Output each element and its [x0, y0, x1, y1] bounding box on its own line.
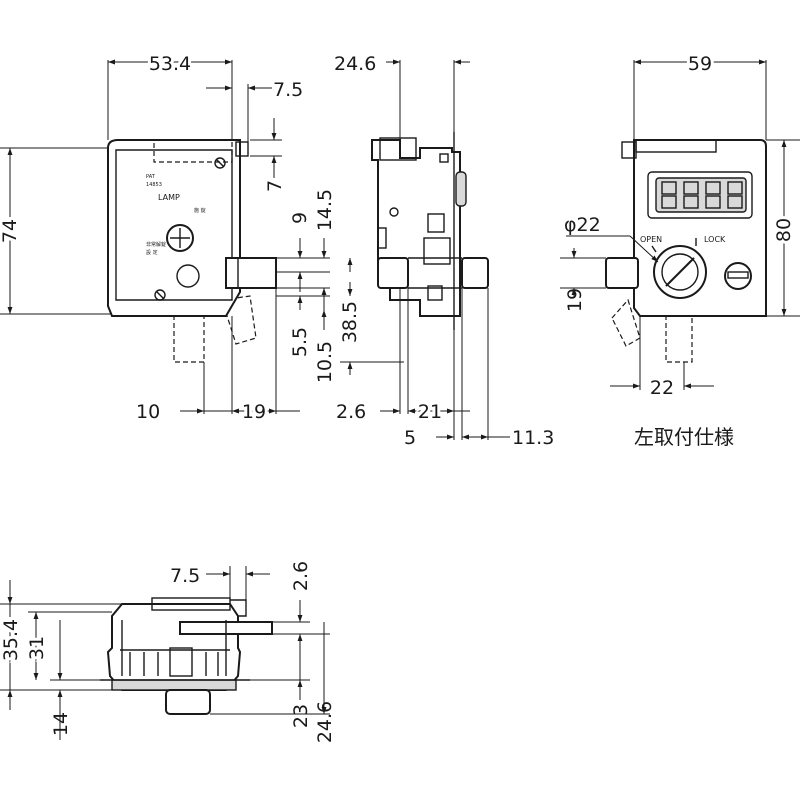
front-body-inner	[115, 149, 233, 301]
dim-side-top: 24.6	[334, 53, 376, 75]
left-screw	[724, 262, 752, 290]
front-lower-guide-right	[221, 295, 257, 345]
dim-left-22: 22	[650, 377, 674, 399]
left-bolt	[605, 257, 639, 289]
side-pin	[389, 207, 399, 217]
dim-side-2-6: 2.6	[336, 401, 366, 423]
dim-bottom-2-6: 2.6	[290, 561, 312, 591]
side-top-latch	[379, 137, 417, 161]
dim-bottom-14: 14	[50, 712, 72, 736]
side-window-top	[427, 213, 445, 233]
left-knob-grip	[665, 257, 695, 287]
bottom-ribs	[129, 652, 219, 676]
bottom-top-tab	[230, 599, 247, 617]
bottom-top-latch	[151, 597, 231, 611]
dim-front-10-5: 10.5	[314, 341, 336, 383]
dim-left-height: 80	[773, 218, 795, 242]
left-indicator-window	[655, 177, 747, 213]
left-indicator-cells	[661, 181, 743, 209]
dim-bottom-31: 31	[26, 636, 48, 660]
left-view: OPEN LOCK 59 80 φ22 19 22 左取付仕様	[560, 50, 800, 449]
dim-side-21: 21	[418, 401, 442, 423]
dim-bottom-7-5: 7.5	[170, 565, 200, 587]
front-bolt	[225, 257, 277, 289]
front-top-tab	[235, 141, 249, 157]
side-bolt-left	[377, 257, 409, 289]
front-label-lock: 施 錠	[194, 207, 206, 214]
front-view: PAT 14853 LAMP 施 錠 非常解錠 設 定 53.4 7.5 74	[0, 50, 404, 426]
dim-side-11-3: 11.3	[512, 427, 554, 449]
front-screw-top-slot	[215, 158, 225, 168]
bottom-view: 7.5 2.6 35.4 31 14 23 24.6	[0, 561, 336, 743]
front-label-number: 14853	[146, 182, 162, 188]
dim-front-bottom-10: 10	[136, 401, 160, 423]
left-screw-slot	[727, 271, 749, 279]
dim-bottom-23: 23	[290, 704, 312, 728]
side-top-notch	[439, 153, 449, 163]
bottom-center-block	[169, 647, 193, 677]
dim-side-5: 5	[404, 427, 416, 449]
front-label-emergency: 非常解錠	[146, 241, 166, 248]
front-label-pat: PAT	[146, 174, 156, 180]
side-bolt-right	[461, 257, 489, 289]
dim-front-height: 74	[0, 219, 21, 243]
front-label-setting: 設 定	[146, 249, 158, 256]
left-lower-guide-angled	[611, 298, 641, 347]
front-screw-bottom-slot	[155, 290, 165, 300]
bottom-body	[106, 603, 242, 691]
dim-front-bolt-offset: 7.5	[273, 79, 303, 101]
dim-front-bottom-19: 19	[242, 401, 266, 423]
side-window-low	[427, 285, 443, 301]
side-rib	[377, 227, 387, 249]
bottom-base-plate	[111, 679, 237, 691]
front-hole	[176, 264, 200, 288]
left-lower-guide	[665, 311, 693, 363]
left-indicator-frame	[647, 171, 753, 219]
dim-front-top-offset: 7	[264, 180, 286, 192]
left-knob-inner	[661, 253, 699, 291]
dim-bottom-24-6: 24.6	[314, 701, 336, 743]
dim-front-9: 9	[289, 212, 311, 224]
front-label-brand: LAMP	[158, 193, 180, 202]
dim-front-5-5: 5.5	[289, 327, 311, 357]
dim-left-width: 59	[688, 53, 712, 75]
dim-left-19: 19	[564, 288, 586, 312]
front-screw-bottom	[154, 289, 166, 301]
left-label-open: OPEN	[640, 235, 662, 244]
left-label-lock: LOCK	[704, 235, 726, 244]
side-window-mid	[423, 237, 451, 265]
front-screw-top	[214, 157, 226, 169]
dim-front-width: 53.4	[149, 53, 191, 75]
left-top-latch	[635, 139, 717, 153]
dim-front-38-5: 38.5	[339, 301, 361, 343]
bottom-boss	[165, 689, 211, 715]
dim-front-14-5: 14.5	[314, 189, 336, 231]
front-lower-guide-left	[173, 311, 205, 363]
dim-left-diameter: φ22	[564, 214, 601, 236]
dim-bottom-35-4: 35.4	[0, 619, 22, 661]
caption-left-mount: 左取付仕様	[634, 425, 734, 449]
front-top-latch	[153, 139, 233, 163]
side-view: 24.6 2.6 21 5 11.3	[334, 53, 554, 449]
side-roller	[455, 171, 467, 207]
